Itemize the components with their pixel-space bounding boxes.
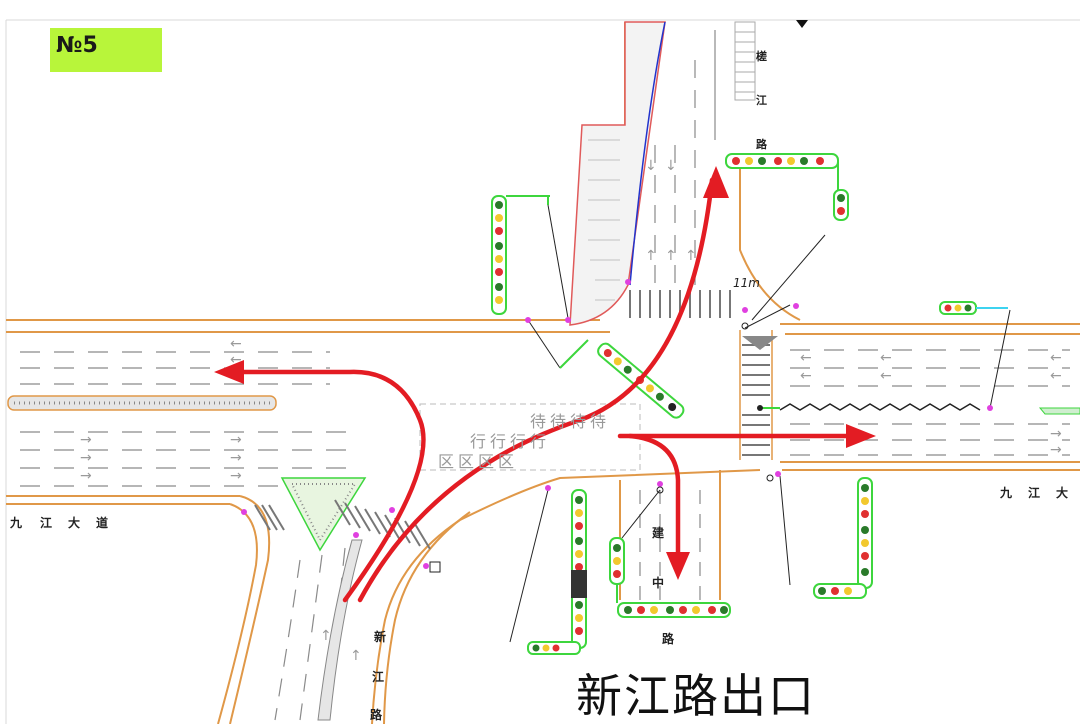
waiting-zone-row-1: 待待待待	[530, 408, 610, 432]
south-road-char-1: 建	[652, 526, 665, 540]
lane-markings	[20, 30, 1070, 721]
wz-char: 行	[490, 432, 511, 451]
south-road-char-2: 中	[652, 576, 665, 590]
badge-label: №5	[56, 33, 98, 58]
dimension-label: 11m	[733, 276, 760, 290]
wz-char: 区	[478, 452, 499, 471]
wz-char: 行	[470, 432, 491, 451]
svg-text:→: →	[80, 468, 92, 484]
wz-char: 区	[498, 452, 519, 471]
svg-text:←: ←	[800, 368, 812, 384]
svg-text:←: ←	[1050, 350, 1062, 366]
north-road-char-1: 槎	[756, 50, 767, 63]
svg-text:→: →	[230, 432, 242, 448]
east-zigzag	[779, 403, 981, 411]
waiting-zone-row-3: 区区区区	[438, 448, 518, 472]
west-median	[7, 395, 277, 411]
wz-char: 行	[510, 432, 531, 451]
sw-road-char-3: 路	[370, 708, 383, 722]
arrow-westbound	[223, 369, 426, 603]
sw-road-char-1: 新	[374, 630, 387, 644]
svg-text:←: ←	[880, 350, 892, 366]
flow-arrows	[223, 177, 863, 603]
wz-char: 待	[570, 412, 591, 431]
pole-leaders	[509, 204, 1011, 643]
diagram-caption: 新江路出口	[576, 669, 816, 723]
wz-char: 待	[550, 412, 571, 431]
wz-char: 区	[438, 452, 459, 471]
wz-char: 待	[530, 412, 551, 431]
north-road-char-3: 路	[756, 138, 767, 151]
svg-text:↑: ↑	[320, 628, 332, 644]
west-road-char-2: 江	[40, 516, 53, 530]
arrow-northbound	[357, 177, 715, 603]
svg-text:→: →	[80, 432, 92, 448]
sign-box	[429, 561, 441, 573]
west-road-char-1: 九	[10, 516, 23, 530]
svg-text:→: →	[80, 450, 92, 466]
svg-text:↑: ↑	[665, 248, 677, 264]
svg-text:↓: ↓	[665, 158, 677, 174]
wz-char: 行	[530, 432, 551, 451]
arrow-heads	[214, 166, 876, 580]
east-road-char-1: 九	[1000, 486, 1013, 500]
wz-char: 区	[458, 452, 479, 471]
south-road-char-3: 路	[662, 632, 675, 646]
svg-text:←: ←	[230, 352, 242, 368]
crosswalks	[254, 290, 770, 550]
signal-markers	[241, 279, 993, 569]
arrow-southbound	[627, 433, 681, 568]
west-road-char-4: 道	[96, 516, 109, 530]
wz-char: 待	[590, 412, 611, 431]
building-wall	[569, 21, 666, 326]
svg-text:↑: ↑	[350, 648, 362, 664]
svg-text:→: →	[1050, 442, 1062, 458]
north-road-char-2: 江	[756, 94, 767, 107]
svg-text:↑: ↑	[645, 248, 657, 264]
west-road-char-3: 大	[68, 516, 81, 530]
svg-text:→: →	[1050, 426, 1062, 442]
svg-text:↓: ↓	[645, 158, 657, 174]
svg-text:←: ←	[230, 336, 242, 352]
svg-text:→: →	[230, 450, 242, 466]
waiting-zone-row-2: 行行行行	[470, 428, 550, 452]
sw-median	[317, 539, 363, 721]
svg-text:←: ←	[1050, 368, 1062, 384]
lane-arrows: ←←← →→→ →→→ ←← ←← ←← →→ ↑↑↑ ↓↓ ↑↑	[80, 158, 1062, 664]
sw-road-char-2: 江	[372, 670, 385, 684]
svg-text:→: →	[230, 468, 242, 484]
svg-text:←: ←	[880, 368, 892, 384]
east-road-char-3: 大	[1056, 486, 1069, 500]
east-road-char-2: 江	[1028, 486, 1041, 500]
svg-text:↑: ↑	[685, 248, 697, 264]
svg-text:←: ←	[800, 350, 812, 366]
diagram-number-badge: №5	[50, 28, 162, 72]
